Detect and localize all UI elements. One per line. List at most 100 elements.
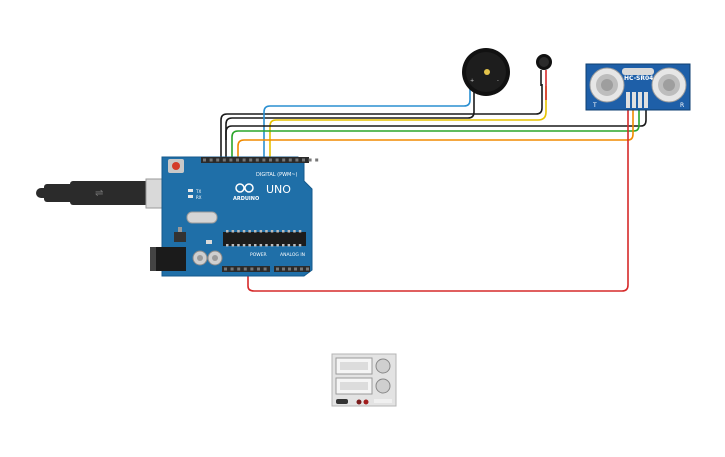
wire-sensor-vcc[interactable] xyxy=(247,108,629,292)
pin-hole[interactable] xyxy=(302,158,305,162)
pin-hole[interactable] xyxy=(306,267,309,271)
pin-hole[interactable] xyxy=(295,158,299,162)
wires xyxy=(220,84,647,292)
sensor-model-label: HC-SR04 xyxy=(624,75,653,82)
sensor-r-mark: R xyxy=(680,102,684,109)
chip-pin xyxy=(254,244,257,247)
chip-pin xyxy=(237,244,240,247)
pin-hole[interactable] xyxy=(230,267,234,271)
wire-sensor-echo[interactable] xyxy=(231,108,640,160)
piezo-buzzer[interactable]: + - xyxy=(462,48,510,96)
pin-hole[interactable] xyxy=(243,267,247,271)
wire-sensor-gnd[interactable] xyxy=(225,108,647,140)
pin-hole[interactable] xyxy=(288,267,291,271)
bottom-pin-holes xyxy=(224,267,309,271)
pin-hole[interactable] xyxy=(294,267,297,271)
chip-pin xyxy=(287,230,291,233)
pin-hole[interactable] xyxy=(263,267,267,271)
crystal xyxy=(186,211,218,224)
chip-pin xyxy=(226,230,229,233)
chip-pin xyxy=(254,230,257,233)
pin-hole[interactable] xyxy=(308,158,312,162)
voltage-knob[interactable] xyxy=(375,358,391,374)
logo-label: ARDUINO xyxy=(233,196,259,202)
infinity-logo xyxy=(235,183,254,193)
wire-buzzer-signal[interactable] xyxy=(263,88,471,160)
vibration-motor[interactable] xyxy=(536,54,552,88)
chip-pin xyxy=(242,244,246,247)
chip-pin xyxy=(276,244,279,247)
pin-hole[interactable] xyxy=(255,158,259,162)
chip-pins xyxy=(226,230,302,247)
pin-hole[interactable] xyxy=(282,158,286,162)
pin-hole[interactable] xyxy=(269,158,272,162)
pin-hole[interactable] xyxy=(237,267,241,271)
analog-header xyxy=(274,266,310,272)
pin-hole[interactable] xyxy=(236,158,239,162)
chip-pin xyxy=(282,230,285,233)
ultrasonic-sensor[interactable]: HC-SR04 T R xyxy=(585,63,691,111)
pin-hole[interactable] xyxy=(250,267,254,271)
digital-header xyxy=(201,157,309,163)
chip-pin xyxy=(270,230,274,233)
power-switch[interactable] xyxy=(336,399,348,404)
atmega-chip xyxy=(223,232,306,246)
pin-hole[interactable] xyxy=(282,267,285,271)
chip-pin xyxy=(298,230,302,233)
voltage-regulator xyxy=(174,232,186,242)
chip-pin xyxy=(248,244,251,247)
receiver xyxy=(651,67,687,103)
wire-sensor-trig[interactable] xyxy=(237,108,634,160)
chip-pin xyxy=(270,244,274,247)
power-label: POWER xyxy=(250,252,267,258)
pin-hole[interactable] xyxy=(315,158,319,162)
terminal-positive[interactable] xyxy=(363,399,369,405)
pin-hole[interactable] xyxy=(222,158,226,162)
pin-hole[interactable] xyxy=(209,158,213,162)
top-pin-holes xyxy=(203,158,319,162)
chip-pin xyxy=(231,230,235,233)
chip-pin xyxy=(298,244,302,247)
chip-pin xyxy=(293,230,296,233)
svg-text:⇌: ⇌ xyxy=(95,188,103,199)
pin-hole[interactable] xyxy=(257,267,260,271)
chip-pin xyxy=(287,244,291,247)
pin-hole[interactable] xyxy=(216,158,220,162)
digital-label: DIGITAL (PWM~) xyxy=(256,172,298,178)
sensor-t-mark: T xyxy=(592,102,597,109)
pin-hole[interactable] xyxy=(288,158,292,162)
chip-pin xyxy=(259,230,263,233)
chip-pin xyxy=(231,244,235,247)
chip-pin xyxy=(265,244,268,247)
pin-hole[interactable] xyxy=(229,158,233,162)
pin-hole[interactable] xyxy=(242,158,246,162)
chip-pin xyxy=(265,230,268,233)
chip-pin xyxy=(276,230,279,233)
sensor-pins xyxy=(626,92,648,108)
pin-hole[interactable] xyxy=(262,158,266,162)
chip-pin xyxy=(248,230,251,233)
terminal-negative[interactable] xyxy=(356,399,362,405)
pin-hole[interactable] xyxy=(249,158,253,162)
chip-pin xyxy=(293,244,296,247)
wire-motor-gnd[interactable] xyxy=(220,84,543,160)
chip-pin xyxy=(282,244,285,247)
pin-hole[interactable] xyxy=(203,158,206,162)
current-knob[interactable] xyxy=(375,378,391,394)
pin-hole[interactable] xyxy=(276,267,279,271)
arduino-uno[interactable]: DIGITAL (PWM~) UNO ARDUINO TX RX POWER xyxy=(150,156,319,277)
model-label: UNO xyxy=(266,183,291,196)
power-supply[interactable] xyxy=(331,353,397,407)
transmitter xyxy=(589,67,625,103)
buzzer-center xyxy=(484,69,490,75)
pin-hole[interactable] xyxy=(224,267,227,271)
chip-pin xyxy=(242,230,246,233)
buzzer-minus-mark: - xyxy=(497,78,499,84)
pin-hole[interactable] xyxy=(300,267,303,271)
wire-motor-signal[interactable] xyxy=(269,86,547,160)
chip-pin xyxy=(259,244,263,247)
tx-label: TX xyxy=(195,189,201,194)
pin-hole[interactable] xyxy=(275,158,279,162)
